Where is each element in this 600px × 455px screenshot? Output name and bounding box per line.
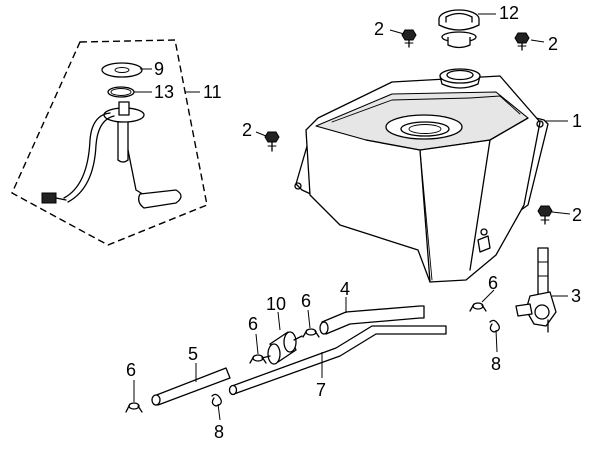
callout-1: 1 [572,111,582,131]
callout-9: 9 [154,59,164,79]
callout-6-filter: 6 [248,314,258,334]
callout-7: 7 [316,380,326,400]
callout-4: 4 [340,279,350,299]
fuel-filter [261,331,303,365]
fuel-tank [294,68,549,283]
callout-8-bottom: 8 [214,422,224,442]
spring-clip-2 [489,319,500,333]
callout-5: 5 [188,344,198,364]
bolt-left [264,131,280,152]
callout-labels: 1 2 2 2 2 3 4 5 6 6 6 6 7 8 8 9 10 11 12… [126,3,582,442]
clip-2 [249,354,267,364]
callout-6-left: 6 [126,360,136,380]
callout-11: 11 [203,82,222,102]
leader-lines [133,13,571,421]
spring-clip-1 [211,393,222,407]
hose-7 [228,325,447,396]
callout-3: 3 [571,286,581,306]
bolt-top-right [514,32,530,51]
o-ring-seal [107,86,135,98]
clip-4 [469,302,487,312]
bolt-top-left [401,29,417,48]
fuel-valve [515,247,557,333]
fuel-pump-assembly-outline [11,39,208,246]
callout-2-left: 2 [242,120,252,140]
callout-8-valve: 8 [491,354,501,374]
bolt-right [537,205,553,225]
clip-3 [302,328,320,338]
hose-5 [151,367,231,406]
callout-2-top-left: 2 [374,19,384,39]
callout-2-right: 2 [572,205,582,225]
fuel-pump-gasket [101,62,143,78]
callout-6-valve: 6 [488,273,498,293]
callout-12: 12 [499,3,519,23]
filler-cap [438,9,480,49]
callout-2-top-right: 2 [548,34,558,54]
callout-6-hose: 6 [301,291,311,311]
clip-1 [125,402,143,413]
hose-4 [319,305,425,335]
callout-10: 10 [266,294,286,314]
callout-13: 13 [154,82,174,102]
fuel-sender-unit [41,101,182,209]
